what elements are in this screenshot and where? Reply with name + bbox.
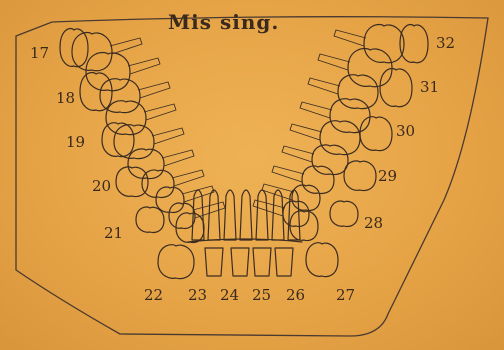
right-root-3	[300, 102, 332, 118]
right-crown-2	[338, 75, 378, 109]
lower-crown-1	[205, 248, 223, 276]
right-root-6	[272, 166, 304, 182]
tooth-label-18: 18	[56, 89, 75, 107]
left-root-3	[144, 104, 176, 120]
right-root-0	[334, 30, 366, 46]
chart-title: Mis sing.	[168, 10, 279, 34]
left-root-4	[152, 128, 184, 144]
right-outline-tooth-3	[344, 161, 376, 191]
right-crown-7	[292, 185, 320, 210]
tooth-label-17: 17	[30, 44, 49, 62]
left-root-1	[128, 58, 160, 74]
right-crown-0	[364, 25, 404, 63]
lower-crown-4	[275, 248, 293, 276]
tooth-label-19: 19	[66, 133, 85, 151]
lower-crown-3	[253, 248, 271, 276]
front-tooth-6	[288, 190, 300, 240]
right-outline-tooth-4	[330, 201, 358, 226]
front-tooth-2	[224, 190, 236, 240]
tooth-label-26: 26	[286, 286, 305, 304]
right-outline-tooth-2	[360, 117, 392, 151]
left-root-6	[172, 170, 204, 186]
right-crown-4	[320, 121, 360, 155]
left-crown-0	[72, 33, 112, 71]
tooth-label-29: 29	[378, 167, 397, 185]
right-root-5	[282, 146, 314, 162]
tooth-label-23: 23	[188, 286, 207, 304]
front-tooth-5	[272, 190, 284, 240]
right-root-1	[318, 54, 350, 70]
left-root-0	[110, 38, 142, 54]
left-crown-3	[106, 101, 146, 135]
left-root-7	[182, 186, 214, 202]
tooth-label-25: 25	[252, 286, 271, 304]
right-root-4	[290, 124, 322, 140]
tooth-label-30: 30	[396, 122, 415, 140]
tooth-label-21: 21	[104, 224, 123, 242]
left-crown-2	[100, 79, 140, 113]
right-crown-8	[283, 201, 309, 226]
right-outline-tooth-1	[380, 69, 412, 107]
right-crown-1	[348, 49, 392, 87]
right-crown-3	[330, 99, 370, 133]
lower-crown-2	[231, 248, 249, 276]
tooth-label-22: 22	[144, 286, 163, 304]
tooth-label-28: 28	[364, 214, 383, 232]
front-tooth-4	[256, 190, 268, 240]
left-crown-1	[86, 53, 130, 91]
left-root-2	[138, 82, 170, 98]
left-outline-tooth-1	[80, 73, 112, 111]
left-root-5	[162, 150, 194, 166]
front-tooth-3	[240, 190, 252, 240]
tooth-label-20: 20	[92, 177, 111, 195]
tooth-label-31: 31	[420, 78, 439, 96]
right-root-2	[308, 78, 340, 94]
tooth-label-32: 32	[436, 34, 455, 52]
tooth-label-24: 24	[220, 286, 239, 304]
right-root-7	[262, 184, 294, 200]
left-outline-tooth-4	[136, 207, 164, 232]
left-outline-tooth-3	[116, 167, 148, 197]
left-outline-tooth-2	[102, 123, 134, 157]
front-tooth-1	[208, 190, 220, 240]
lower-crown-0	[158, 245, 194, 279]
tooth-label-27: 27	[336, 286, 355, 304]
lower-crown-5	[306, 243, 338, 277]
